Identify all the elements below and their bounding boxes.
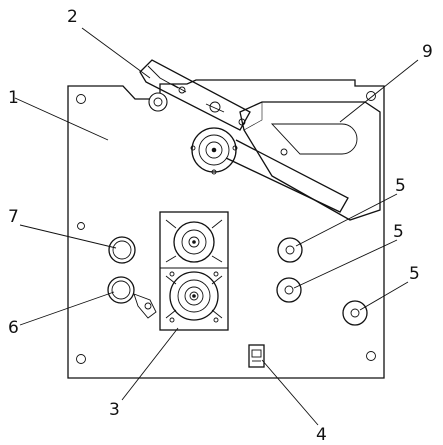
callout-9: 9 bbox=[422, 42, 433, 62]
gear-box bbox=[159, 211, 229, 331]
base-plate bbox=[67, 79, 385, 379]
callout-7: 7 bbox=[8, 207, 19, 227]
idler-roller-2 bbox=[276, 277, 302, 303]
upper-roller bbox=[190, 118, 349, 213]
slotted-guide-plate bbox=[239, 101, 381, 221]
knob-lower bbox=[107, 276, 157, 319]
leader-lines bbox=[14, 27, 419, 426]
lever-mechanism bbox=[139, 59, 251, 131]
callout-6: 6 bbox=[8, 318, 19, 338]
idler-roller-3 bbox=[342, 300, 368, 326]
callout-labels: 1 2 3 4 5 5 5 6 7 9 bbox=[8, 7, 433, 445]
knob-upper bbox=[108, 236, 136, 264]
callout-1: 1 bbox=[8, 88, 19, 108]
sensor bbox=[248, 344, 265, 368]
mounting-holes bbox=[76, 91, 376, 364]
callout-5c: 5 bbox=[409, 264, 420, 284]
callout-5a: 5 bbox=[395, 176, 406, 196]
callout-5b: 5 bbox=[393, 222, 404, 242]
idler-roller-1 bbox=[277, 237, 303, 263]
callout-4: 4 bbox=[316, 425, 327, 445]
callout-2: 2 bbox=[67, 7, 78, 27]
callout-3: 3 bbox=[109, 400, 120, 420]
